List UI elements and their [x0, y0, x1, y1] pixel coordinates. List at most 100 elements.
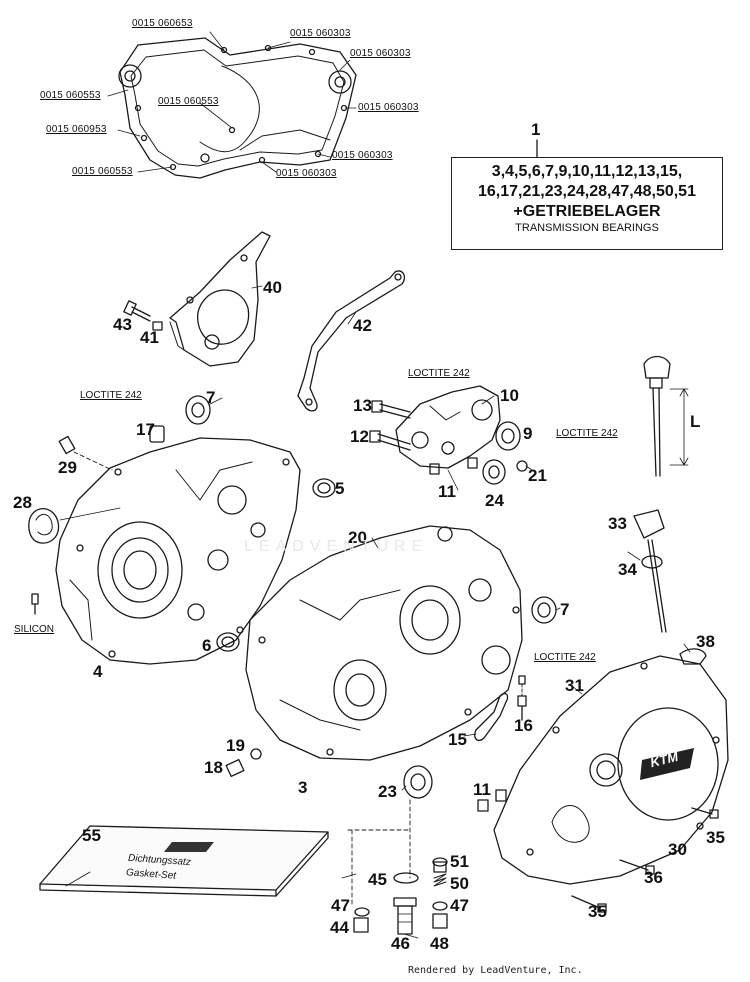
callout-12: 12 [350, 427, 369, 446]
callout-3: 3 [298, 778, 308, 797]
callout-18: 18 [204, 758, 223, 777]
gasket-part-number: 0015 060553 [72, 166, 133, 177]
oil-level-dipstick [643, 355, 689, 477]
part-42-link [297, 270, 406, 412]
part-40-cover [169, 231, 271, 367]
callout-36: 36 [644, 868, 663, 887]
gasket-part-number: 0015 060953 [46, 124, 107, 135]
part-9-bearing [495, 421, 521, 451]
part-33-34-dipstick [633, 509, 667, 633]
bolts-12-13 [369, 400, 411, 451]
gasket-leader-lines [107, 31, 357, 173]
part-7-bushing-upper [185, 395, 211, 425]
callout-19: 19 [226, 736, 245, 755]
gasket-part-number: 0015 060553 [40, 90, 101, 101]
loctite-note: LOCTITE 242 [556, 428, 618, 439]
part-3-right-case [245, 525, 523, 761]
callout-44: 44 [330, 918, 349, 937]
part-19-washer [250, 748, 262, 760]
silicon-note: SILICON [14, 624, 55, 635]
gasket-part-number: 0015 060303 [332, 150, 393, 161]
part-28-oring [28, 508, 60, 544]
kit-contents-line-4: TRANSMISSION BEARINGS [515, 222, 659, 234]
loctite-note: LOCTITE 242 [408, 368, 470, 379]
callout-17: 17 [136, 420, 155, 439]
part-15-clip [474, 692, 509, 742]
part-5-sleeve [312, 478, 336, 498]
callout-24: 24 [485, 491, 504, 510]
callout-11: 11 [438, 482, 456, 501]
loctite-note: LOCTITE 242 [534, 652, 596, 663]
callout-23: 23 [378, 782, 397, 801]
silicon-pin [31, 593, 39, 615]
callout-7-lower: 7 [560, 600, 570, 619]
callout-45: 45 [368, 870, 387, 889]
callout-4: 4 [93, 662, 103, 681]
part-11-dowels-upper [429, 457, 478, 475]
callout-33: 33 [608, 514, 627, 533]
loctite-note: LOCTITE 242 [80, 390, 142, 401]
part-18-plug [225, 758, 245, 778]
callout-34: 34 [618, 560, 637, 579]
kit-contents-box: 3,4,5,6,7,9,10,11,12,13,15, 16,17,21,23,… [451, 157, 723, 250]
footer-credit: Rendered by LeadVenture, Inc. [408, 965, 583, 976]
callout-38: 38 [696, 632, 715, 651]
callout-20: 20 [348, 528, 367, 547]
drain-assembly [347, 799, 448, 935]
callout-7: 7 [206, 388, 216, 407]
gasket-part-number: 0015 060303 [350, 48, 411, 59]
gasket-part-number: 0015 060303 [290, 28, 351, 39]
callout-16: 16 [514, 716, 533, 735]
part-10-bracket [395, 385, 501, 469]
gasket-part-number: 0015 060553 [158, 96, 219, 107]
part-35-36-screws [571, 807, 719, 913]
dimension-label: L [690, 412, 701, 431]
callout-35-lower: 35 [588, 902, 607, 921]
callout-10: 10 [500, 386, 519, 405]
part-11-dowels-lower [477, 789, 507, 812]
callout-47-right: 47 [450, 896, 469, 915]
part-29-screw [58, 435, 113, 471]
callout-28: 28 [13, 493, 32, 512]
callout-35-upper: 35 [706, 828, 725, 847]
ktm-logo-emblem [640, 748, 694, 780]
callout-41: 41 [140, 328, 159, 347]
gasket-part-number: 0015 060303 [276, 168, 337, 179]
part-6-sleeve [216, 632, 240, 652]
part-55-gasket-set-manual [39, 825, 329, 897]
watermark: LEADVENTURE [244, 538, 429, 555]
callout-29: 29 [58, 458, 77, 477]
callout-13: 13 [353, 396, 372, 415]
callout-48: 48 [430, 934, 449, 953]
callout-40: 40 [263, 278, 282, 297]
callout-11-lower: 11 [473, 780, 491, 799]
callout-9: 9 [523, 424, 533, 443]
callout-5: 5 [335, 479, 345, 498]
callout-21: 21 [528, 466, 547, 485]
callout-30: 30 [668, 840, 687, 859]
part-38-clip [679, 648, 707, 665]
callout-51: 51 [450, 852, 469, 871]
gasket-part-number: 0015 060653 [132, 18, 193, 29]
part-24-seal [482, 459, 506, 485]
part-16-screw [517, 675, 527, 721]
callout-6: 6 [202, 636, 212, 655]
callout-leaders [59, 285, 691, 939]
callout-47-left: 47 [331, 896, 350, 915]
kit-contents-line-1: 3,4,5,6,7,9,10,11,12,13,15, [491, 163, 683, 180]
part-23-bearing [403, 765, 433, 799]
part-31-clutch-cover [493, 655, 729, 885]
callout-43: 43 [113, 315, 132, 334]
part-21-nut [516, 460, 528, 472]
callout-42: 42 [353, 316, 372, 335]
callout-1: 1 [531, 120, 541, 139]
callout-55: 55 [82, 826, 101, 845]
callout-50: 50 [450, 874, 469, 893]
part-17-dowel [149, 425, 165, 443]
gasket-part-number: 0015 060303 [358, 102, 419, 113]
callout-31: 31 [565, 676, 584, 695]
kit-contents-line-2: 16,17,21,23,24,28,47,48,50,51 [478, 183, 696, 200]
crankcase-gasket [118, 37, 357, 179]
